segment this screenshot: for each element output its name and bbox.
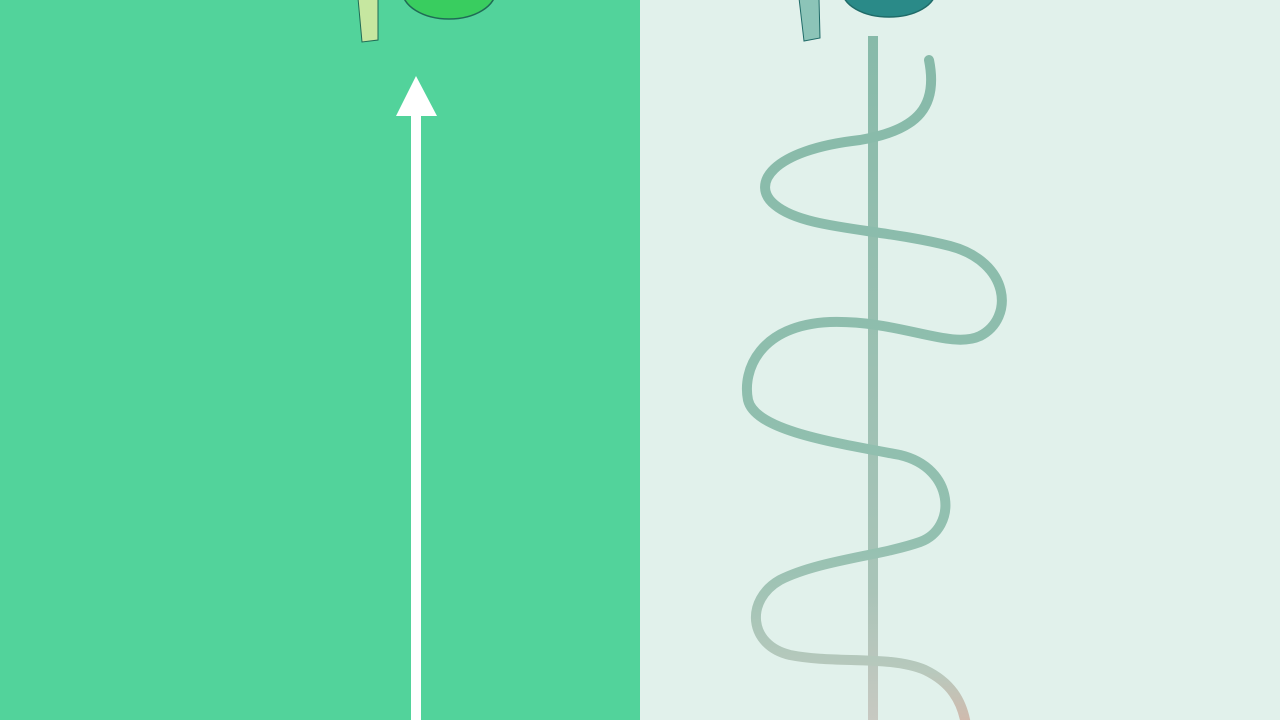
right-organism-stem	[798, 0, 821, 42]
helical-path-icon	[742, 55, 1007, 720]
straight-up-arrow-icon	[396, 76, 437, 720]
right-panel-svg	[742, 0, 1007, 720]
left-organism-head	[404, 0, 494, 20]
right-organism-head	[844, 0, 934, 18]
arrow-shaft	[411, 110, 421, 720]
left-panel-straight-motion	[0, 0, 640, 720]
helix-axis-line	[868, 36, 878, 720]
arrow-head	[396, 76, 437, 116]
right-panel-helical-motion	[640, 0, 1280, 720]
left-panel-svg	[357, 0, 494, 720]
left-organism-stem	[357, 0, 379, 43]
